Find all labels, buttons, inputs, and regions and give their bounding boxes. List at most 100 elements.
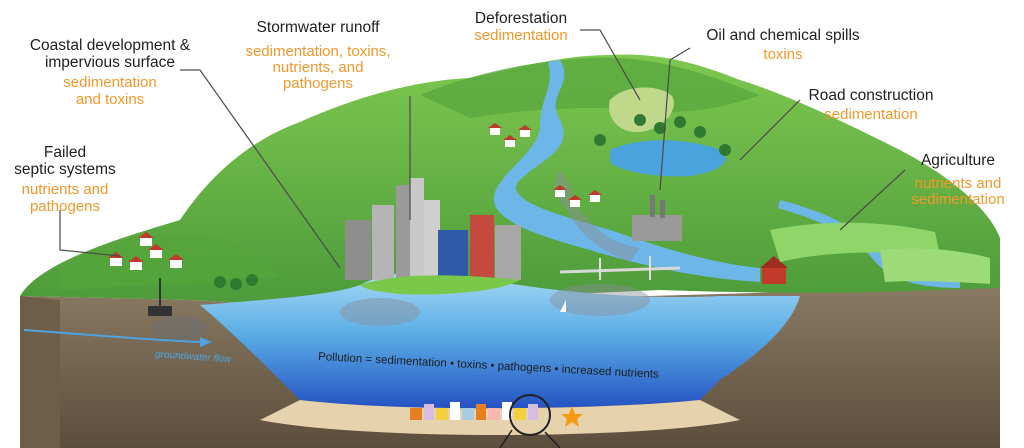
coral: [476, 404, 486, 420]
house: [505, 140, 515, 147]
label-title: impervious surface: [44, 53, 176, 71]
factory: [632, 195, 682, 241]
groundwater-arrowhead: [200, 337, 212, 347]
smokestack: [650, 195, 655, 217]
building: [372, 205, 394, 280]
bridge: [559, 256, 681, 280]
roof: [168, 254, 184, 260]
building: [345, 220, 371, 280]
groundwater-arrow: [23, 329, 201, 343]
house: [170, 260, 182, 268]
coral: [514, 408, 526, 420]
roof: [138, 232, 154, 238]
label-effect: nutrients and: [21, 181, 109, 199]
label-deforestation: Deforestation sedimentation: [456, 10, 586, 44]
label-title: Coastal development &: [29, 37, 191, 54]
house: [555, 190, 565, 197]
factory-building: [632, 215, 682, 241]
roof: [148, 244, 164, 250]
label-effect: pathogens: [282, 75, 354, 93]
label-effect: sedimentation: [474, 26, 568, 44]
label-title: Deforestation: [474, 10, 568, 27]
building: [470, 215, 494, 280]
reef-magnifier: [509, 394, 551, 436]
label-agriculture: Agriculture nutrients and sedimentation: [896, 152, 1020, 208]
leader-deforestation: [580, 29, 641, 101]
label-effect: sedimentation: [63, 74, 157, 92]
barn: [760, 256, 788, 284]
reservoir: [610, 140, 726, 177]
building: [438, 230, 468, 280]
tree: [230, 278, 242, 290]
roof: [568, 195, 582, 200]
roof: [128, 256, 144, 262]
tree: [594, 134, 606, 146]
coral: [462, 408, 474, 420]
label-title: Road construction: [808, 87, 934, 104]
bay: [200, 272, 800, 409]
house: [520, 130, 530, 137]
building: [420, 200, 440, 280]
groundwater-flow-label: groundwater flow: [155, 349, 233, 365]
house: [490, 128, 500, 135]
coral: [436, 408, 448, 420]
tree: [654, 122, 666, 134]
coral: [424, 404, 434, 420]
house: [110, 258, 122, 266]
label-coastal-development: Coastal development & impervious surface…: [10, 37, 210, 108]
label-stormwater-runoff: Stormwater runoff sedimentation, toxins,…: [220, 19, 416, 93]
label-effect: sedimentation: [824, 105, 918, 123]
starfish: [561, 406, 583, 427]
house: [130, 262, 142, 270]
label-effect: pathogens: [29, 197, 101, 215]
leader-septic: [59, 210, 121, 257]
coral: [410, 408, 422, 420]
roof: [588, 190, 602, 195]
roof: [503, 135, 517, 140]
label-effect: toxins: [763, 45, 803, 63]
barn-body: [762, 268, 786, 284]
city-buildings: [345, 178, 521, 280]
leader-lines: [59, 29, 906, 269]
house: [150, 250, 162, 258]
label-effect: sedimentation, toxins,: [245, 42, 391, 60]
house: [140, 238, 152, 246]
back-hill: [420, 57, 760, 118]
label-title: Oil and chemical spills: [706, 27, 860, 44]
house: [590, 195, 600, 202]
tree: [694, 126, 706, 138]
leader-oil: [659, 47, 691, 191]
coral: [502, 402, 512, 420]
coral-reef: [410, 402, 583, 427]
building: [410, 178, 424, 280]
sediment-plume: [152, 316, 208, 340]
tree: [246, 274, 258, 286]
barn-roof: [760, 256, 788, 268]
building: [495, 225, 521, 280]
house-cluster-septic: [108, 232, 184, 270]
label-title: Failed: [43, 144, 87, 161]
magnifier-line: [499, 429, 513, 448]
sediment-plume: [340, 298, 420, 326]
deforestation-clearing: [609, 87, 674, 133]
roof: [553, 185, 567, 190]
sailboat: [560, 300, 566, 312]
soil-front-left: [20, 296, 60, 448]
tree: [719, 144, 731, 156]
tree: [674, 116, 686, 128]
label-effect: sedimentation: [911, 190, 1005, 208]
septic-tank: [148, 306, 172, 316]
label-effect: nutrients, and: [272, 58, 364, 76]
bridge-deck: [559, 266, 681, 274]
label-title: Stormwater runoff: [256, 19, 380, 36]
leader-agriculture: [839, 169, 906, 231]
coral: [450, 402, 460, 420]
leader-road: [739, 99, 801, 161]
sediment-plume: [550, 284, 650, 316]
label-title: Agriculture: [920, 152, 996, 169]
smokestack: [660, 200, 665, 218]
coral: [488, 408, 500, 420]
label-failed-septic-systems: Failed septic systems nutrients and path…: [4, 144, 126, 215]
